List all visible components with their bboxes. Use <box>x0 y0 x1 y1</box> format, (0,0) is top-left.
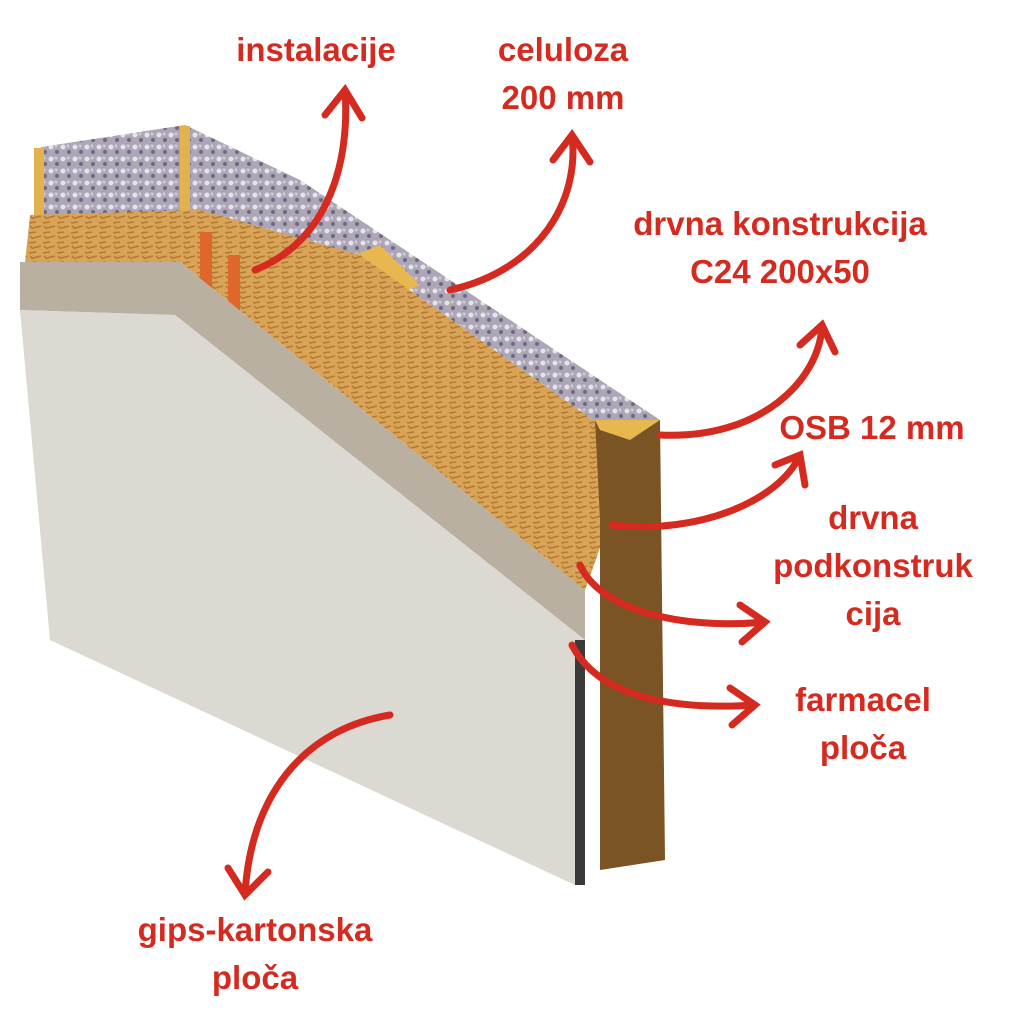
farmacel-layer <box>20 262 585 640</box>
installation-pipe <box>200 232 212 292</box>
arrow-gips <box>224 711 394 901</box>
cellulose-layer <box>35 125 660 425</box>
gypsum-edge <box>575 640 585 885</box>
label-instalacije: instalacije <box>236 31 396 68</box>
arrow-celuloza <box>446 128 594 294</box>
timber-stud <box>180 126 190 216</box>
arrows <box>224 83 839 901</box>
arrow-instalacije <box>251 83 366 274</box>
timber-column <box>595 420 665 870</box>
timber-stud <box>355 245 420 295</box>
gypsum-board <box>20 310 585 885</box>
arrow-farmacel <box>568 641 761 729</box>
timber-stud <box>34 148 44 218</box>
label-osb: OSB 12 mm <box>779 409 965 446</box>
arrow-podkonstrukcija <box>576 561 771 646</box>
arrow-osb <box>608 450 809 531</box>
timber-column-face <box>595 420 660 440</box>
installation-pipe <box>228 255 240 310</box>
arrow-konstrukcija <box>656 319 839 439</box>
osb-layer <box>25 210 610 590</box>
